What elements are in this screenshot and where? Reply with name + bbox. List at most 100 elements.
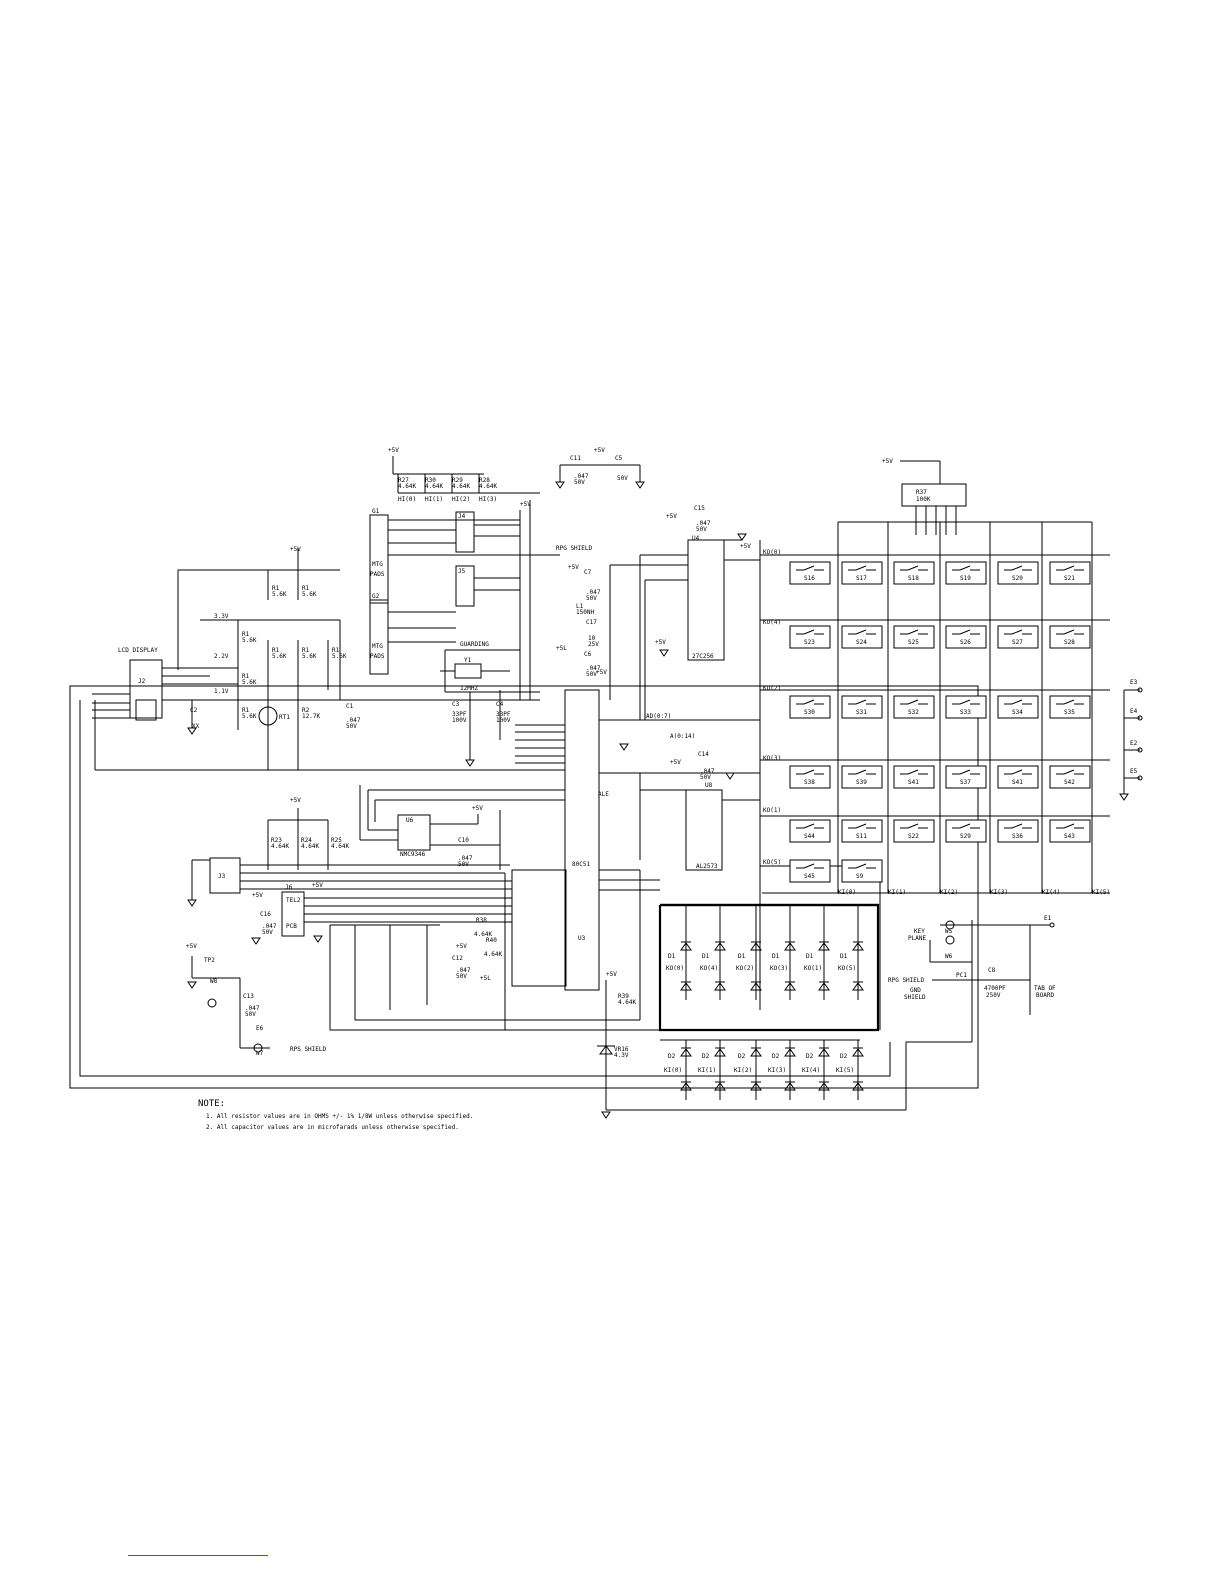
- divider-r-7: R1: [242, 673, 250, 680]
- diode: [750, 941, 762, 951]
- vr16-label: VR16: [614, 1046, 629, 1053]
- c8-value: 4700PF: [984, 985, 1006, 992]
- switch-label: S37: [960, 779, 971, 786]
- diode-ref-top: D1: [840, 953, 848, 960]
- key-row-labels: KO(0)KO(4)KO(2)KO(3)KO(1)KO(5)KI(0)KI(1)…: [763, 549, 1110, 896]
- diode-net-top: KO(4): [700, 965, 718, 972]
- r30-value: 4.64K: [425, 483, 443, 490]
- e5-label: E5: [1130, 768, 1138, 775]
- note-line-2: 2. All capacitor values are in microfara…: [206, 1124, 459, 1131]
- switch-label: S16: [804, 575, 815, 582]
- key-row-label: KO(2): [763, 685, 781, 692]
- diode-net-bottom: KI(5): [836, 1067, 854, 1074]
- key-column-label: KI(4): [1042, 889, 1060, 896]
- c3-label: C3: [452, 701, 460, 708]
- c8-label: C8: [988, 967, 996, 974]
- r23-label: R23: [271, 837, 282, 844]
- g1-pads-label: PADS: [370, 571, 385, 578]
- c12-label: C12: [452, 955, 463, 962]
- key-switch: [1049, 765, 1091, 789]
- switch-label: S35: [1064, 709, 1075, 716]
- r28-label: R28: [479, 477, 490, 484]
- c13-label: C13: [243, 993, 254, 1000]
- c13-volt: 50V: [245, 1011, 256, 1018]
- switch-contact: [1004, 769, 1032, 775]
- u4-label: U4: [692, 535, 700, 542]
- r39-power-label: +5V: [606, 971, 617, 978]
- r27-value: 4.64K: [398, 483, 416, 490]
- r25-value: 4.64K: [331, 843, 349, 850]
- r27-label: R27: [398, 477, 409, 484]
- diode-ref-top: D1: [668, 953, 676, 960]
- pc1-label: PC1: [956, 972, 967, 979]
- v22-label: 2.2V: [214, 653, 229, 660]
- w8-label: W8: [210, 978, 218, 985]
- key-switch: [893, 765, 935, 789]
- c14-label: C14: [698, 751, 709, 758]
- rpg-shield-top-label: RPG SHIELD: [556, 545, 593, 552]
- switch-label: S34: [1012, 709, 1023, 716]
- key-switch: [893, 561, 935, 585]
- switch-contact: [796, 629, 824, 635]
- hi3-net: HI(3): [479, 496, 497, 503]
- diode-net-bottom: KI(1): [698, 1067, 716, 1074]
- divider-v-6: 5.6K: [332, 653, 347, 660]
- gnd-shield-label-2: SHIELD: [904, 994, 926, 1001]
- divider-v-8: 5.6K: [242, 713, 257, 720]
- switch-label: S30: [804, 709, 815, 716]
- diode: [818, 941, 830, 951]
- key-switch: [945, 765, 987, 789]
- u4-power-label: +5V: [666, 513, 677, 520]
- switch-contact: [1056, 629, 1084, 635]
- key-column-label: KI(0): [838, 889, 856, 896]
- diode-net-bottom: KI(2): [734, 1067, 752, 1074]
- diode-net-bottom: KI(0): [664, 1067, 682, 1074]
- switch-contact: [796, 699, 824, 705]
- r30-label: R30: [425, 477, 436, 484]
- switch-contact: [796, 769, 824, 775]
- switch-contact: [952, 565, 980, 571]
- switch-contact: [848, 823, 876, 829]
- c17-label: C17: [586, 619, 597, 626]
- j4-power-label: +5V: [520, 501, 531, 508]
- j4-label: J4: [458, 513, 466, 520]
- c5-volt: 50V: [617, 475, 628, 482]
- c16-label: C16: [260, 911, 271, 918]
- tp2-label: TP2: [204, 957, 215, 964]
- diode: [784, 1047, 796, 1057]
- switch-contact: [952, 629, 980, 635]
- r23-power-label: +5V: [290, 797, 301, 804]
- switch-contact: [848, 699, 876, 705]
- footer-link-line: [128, 1555, 268, 1556]
- switch-contact: [952, 769, 980, 775]
- g2-mtg-label: MTG: [372, 643, 383, 650]
- w6-label: W6: [945, 953, 953, 960]
- switch-label: S42: [1064, 779, 1075, 786]
- r39-value: 4.64K: [618, 999, 636, 1006]
- key-switch: [997, 561, 1039, 585]
- guarding-label: GUARDING: [460, 641, 489, 648]
- r38-label: R38: [476, 917, 487, 924]
- g1-mtg-label: MTG: [372, 561, 383, 568]
- switch-label: S45: [804, 873, 815, 880]
- r37-label: R37: [916, 489, 927, 496]
- diode-net-top: KO(0): [666, 965, 684, 972]
- diode-arrays: D1D2KO(0)KI(0)D1D2KO(4)KI(1)D1D2KO(2)KI(…: [664, 905, 864, 1100]
- plus5l-label: +5L: [556, 645, 567, 652]
- diode: [680, 1081, 692, 1091]
- r2-value: 12.7K: [302, 713, 320, 720]
- u4-vpp-power-label: +5V: [655, 639, 666, 646]
- switch-contact: [796, 863, 824, 869]
- c4-volt: 100V: [496, 717, 511, 724]
- key-plane-label-2: PLANE: [908, 935, 926, 942]
- c10-value: .047: [458, 855, 473, 862]
- e4-label: E4: [1130, 708, 1138, 715]
- top-power-label: +5V: [388, 447, 399, 454]
- lcd-power-label: +5V: [290, 546, 301, 553]
- key-switch: [1049, 819, 1091, 843]
- key-switch: [945, 625, 987, 649]
- diode-ref-bottom: D2: [702, 1053, 710, 1060]
- j6-power-label: +5V: [312, 882, 323, 889]
- key-switch: [841, 859, 883, 883]
- c10-label: C10: [458, 837, 469, 844]
